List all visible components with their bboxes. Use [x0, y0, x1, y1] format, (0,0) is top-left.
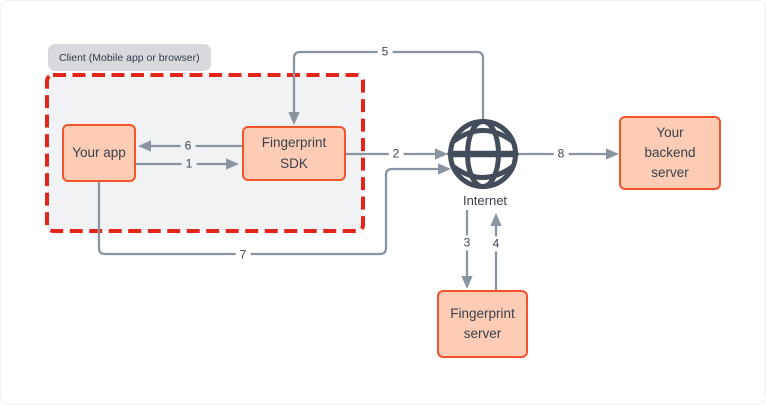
arrowhead-5 — [288, 112, 300, 125]
connector-8-arrow — [516, 148, 619, 160]
globe-icon — [447, 119, 519, 189]
step-label-4: 4 — [488, 236, 504, 252]
connector-6-arrow — [138, 140, 244, 152]
step-label-8: 8 — [553, 146, 569, 162]
step-label-7: 7 — [235, 247, 251, 263]
arrowhead-8 — [606, 148, 619, 160]
arrowhead-4 — [490, 213, 502, 226]
node-fingerprint-sdk: Fingerprint SDK — [242, 126, 346, 181]
step-label-1: 1 — [181, 156, 197, 172]
arrowhead-6 — [138, 140, 151, 152]
arrowhead-2 — [435, 148, 448, 160]
connector-4-arrow — [490, 213, 502, 292]
arrowhead-1 — [226, 158, 239, 170]
step-label-5: 5 — [377, 44, 393, 60]
arrowhead-7 — [438, 163, 451, 175]
client-boundary-box — [45, 73, 365, 233]
internet-label: Internet — [462, 193, 508, 208]
connector-7-arrow — [97, 163, 451, 256]
node-your-app: Your app — [62, 124, 136, 182]
step-label-6: 6 — [180, 138, 196, 154]
node-your-backend-server: Your backend server — [619, 116, 721, 190]
node-fingerprint-server: Fingerprint server — [437, 290, 528, 358]
step-label-3: 3 — [459, 235, 475, 251]
step-label-2: 2 — [388, 146, 404, 162]
arrowhead-3 — [461, 276, 473, 289]
client-boundary-label: Client (Mobile app or browser) — [48, 44, 211, 71]
connector-1-arrow — [134, 158, 239, 170]
